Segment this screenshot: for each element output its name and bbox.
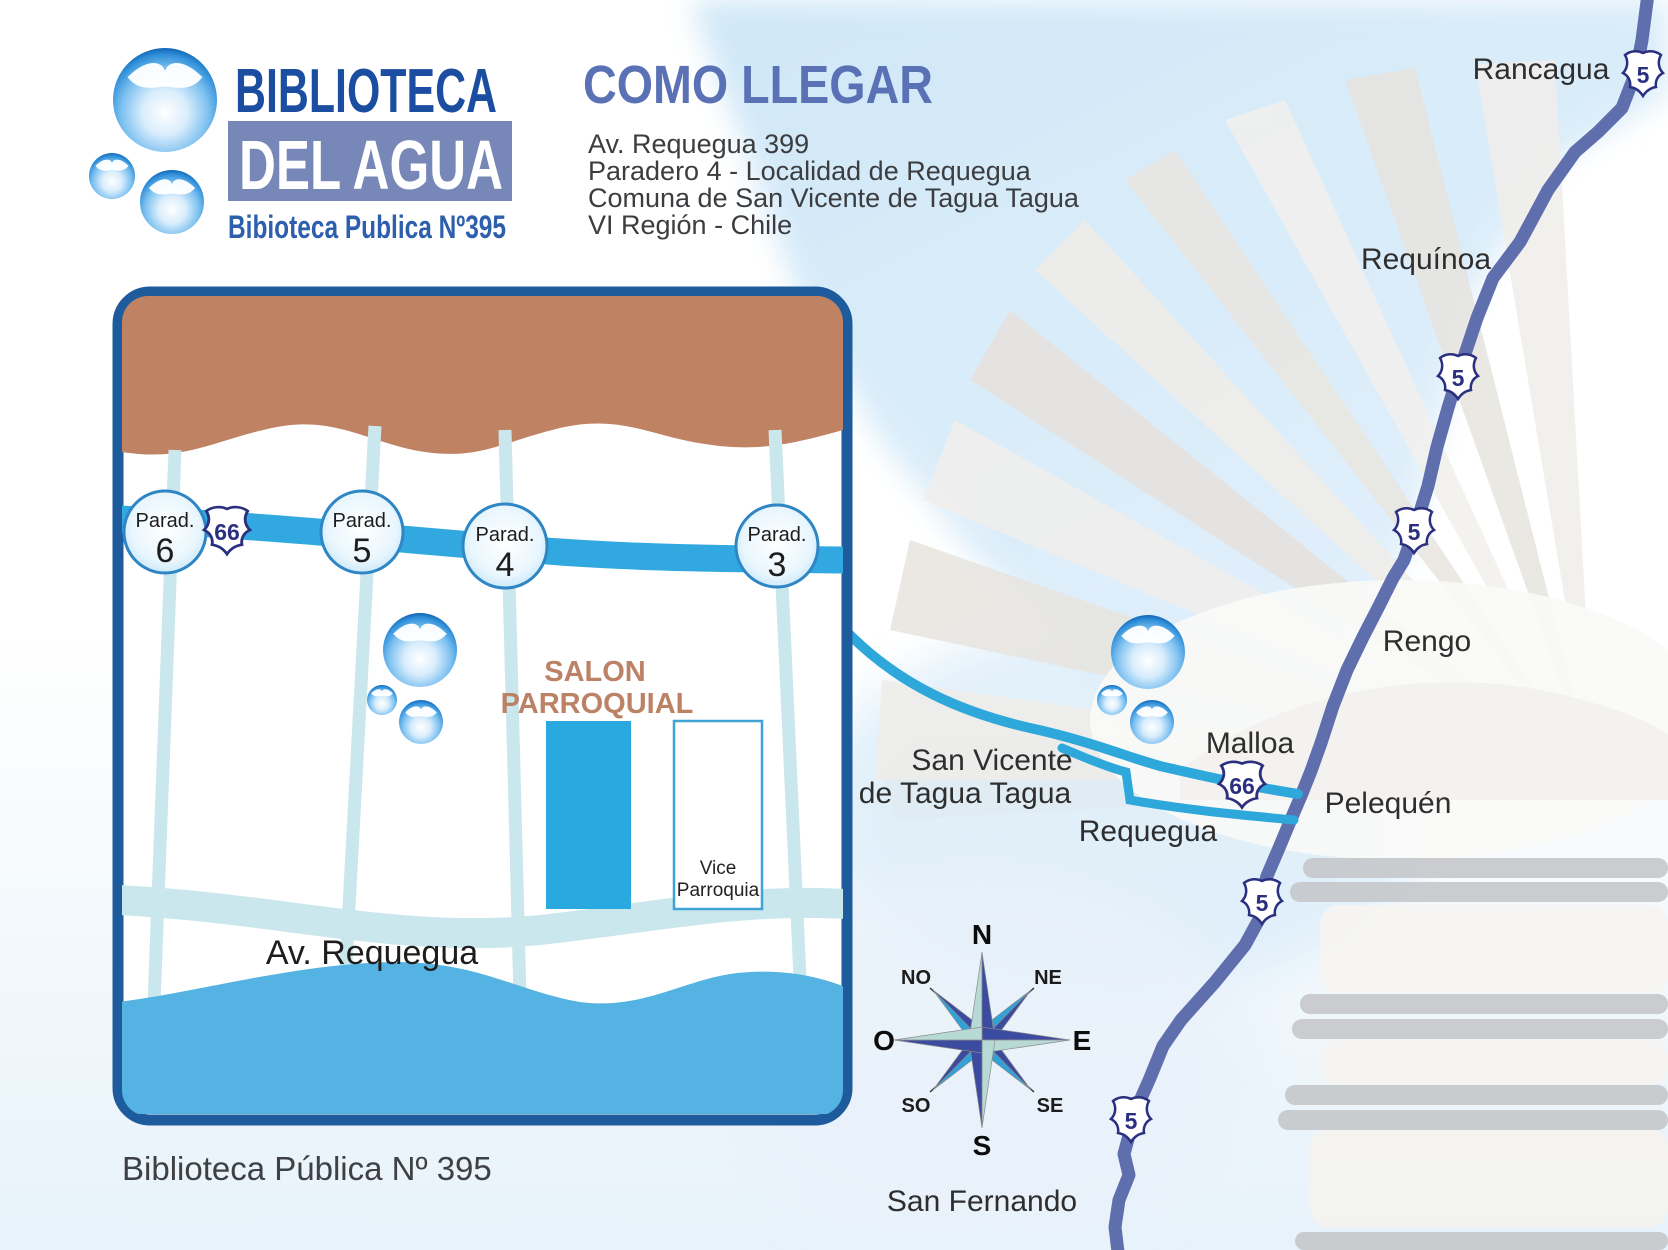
svg-text:4: 4	[496, 546, 515, 584]
route5-shield-rancagua-icon: 5	[1621, 50, 1665, 98]
svg-text:Parad.: Parad.	[748, 524, 807, 546]
route5-shield-rengo-icon: 5	[1392, 507, 1436, 555]
salon-parroquial-label-line1: SALON	[544, 656, 646, 688]
logo-band	[228, 121, 512, 201]
inset-bubble-small-icon	[367, 685, 397, 715]
svg-text:66: 66	[214, 519, 240, 545]
svg-text:5: 5	[1256, 890, 1269, 916]
svg-text:66: 66	[1229, 773, 1255, 799]
logo-title: BIBLIOTECA	[235, 57, 497, 126]
svg-text:5: 5	[1125, 1108, 1138, 1134]
compass-n-label: N	[972, 919, 992, 950]
city-label-rengo: Rengo	[1383, 625, 1471, 658]
address-line-3: Comuna de San Vicente de Tagua Tagua	[588, 183, 1080, 213]
city-label-malloa: Malloa	[1206, 727, 1295, 760]
compass-ne-label: NE	[1034, 967, 1062, 989]
avenue-label: Av. Requegua	[266, 934, 478, 972]
compass-no-label: NO	[901, 967, 931, 989]
inset-river	[122, 962, 843, 1114]
svg-text:5: 5	[1637, 62, 1650, 88]
inset-bubble-large-icon	[383, 613, 457, 687]
compass-s-label: S	[973, 1130, 992, 1161]
map-bubble-large-icon	[1111, 615, 1185, 689]
city-label-san-fernando: San Fernando	[887, 1185, 1077, 1218]
logo-tagline: Bibioteca Publica Nº395	[228, 209, 506, 245]
logo-bubble-small-icon	[89, 153, 135, 199]
compass-o-label: O	[873, 1025, 895, 1056]
paradero-stop-4: Parad. 4	[461, 502, 549, 590]
page-title: COMO LLEGAR	[583, 55, 933, 115]
logo: BIBLIOTECA DEL AGUA Bibioteca Publica Nº…	[89, 48, 512, 245]
salon-parroquial-building	[546, 721, 631, 909]
regional-map: 5 5 5 5 5 66 Rancagua Requínoa Rengo Mal…	[844, 0, 1665, 1250]
address-line-4: VI Región - Chile	[588, 210, 792, 240]
logo-bubble-large-icon	[113, 48, 217, 152]
route5-shield-pelequen-icon: 5	[1240, 878, 1284, 926]
route66-shield-regional-icon: 66	[1217, 760, 1267, 809]
svg-text:Parad.: Parad.	[136, 510, 195, 532]
compass-rose-icon	[893, 951, 1071, 1129]
city-label-san-vicente-line1: San Vicente	[911, 744, 1072, 777]
inset-street-map: Parad. 6 66 Parad. 5 Parad. 4 Parad. 3 S…	[112, 286, 853, 1126]
vice-parroquia-label-line1: Vice	[700, 858, 737, 879]
svg-text:5: 5	[1452, 365, 1465, 391]
city-label-san-vicente-line2: de Tagua Tagua	[859, 777, 1072, 810]
svg-text:5: 5	[353, 532, 372, 570]
city-label-requegua: Requegua	[1079, 815, 1218, 848]
compass-e-label: E	[1073, 1025, 1092, 1056]
logo-subtitle: DEL AGUA	[239, 126, 503, 204]
salon-parroquial-label-line2: PARROQUIAL	[501, 688, 694, 720]
svg-text:Parad.: Parad.	[476, 524, 535, 546]
route66-shield-inset-icon: 66	[202, 505, 252, 556]
logo-bubble-medium-icon	[140, 170, 204, 234]
route5-shield-requinoa-icon: 5	[1436, 353, 1480, 401]
city-label-pelequen: Pelequén	[1325, 787, 1452, 820]
route5-shield-san-fernando-icon: 5	[1109, 1096, 1153, 1144]
city-label-rancagua: Rancagua	[1473, 53, 1610, 86]
address-line-1: Av. Requegua 399	[588, 129, 809, 159]
map-bubble-medium-icon	[1130, 700, 1174, 744]
inset-brown-zone	[122, 296, 843, 455]
paradero-stop-6: Parad. 6	[122, 489, 208, 575]
svg-text:3: 3	[768, 546, 787, 584]
open-book-edge	[1180, 681, 1668, 800]
book-stack-icon	[1278, 858, 1668, 1250]
inset-bubble-medium-icon	[399, 700, 443, 744]
route-66-road-branch	[1057, 743, 1299, 825]
vice-parroquia-building	[672, 719, 764, 911]
vice-parroquia-label-line2: Parroquia	[677, 880, 760, 901]
city-label-requinoa: Requínoa	[1361, 243, 1491, 276]
paradero-stop-3: Parad. 3	[734, 503, 820, 589]
paradero-stop-5: Parad. 5	[319, 489, 405, 575]
caption-label: Biblioteca Pública Nº 395	[122, 1150, 492, 1187]
compass-so-label: SO	[902, 1095, 931, 1117]
map-bubble-small-icon	[1097, 685, 1127, 715]
directions-header: COMO LLEGAR Av. Requegua 399 Paradero 4 …	[583, 55, 1080, 240]
svg-text:Parad.: Parad.	[333, 510, 392, 532]
svg-text:6: 6	[156, 532, 175, 570]
route-5-highway	[1108, 0, 1654, 1250]
compass-labels: N S E O NE NO SE SO	[873, 919, 1091, 1161]
address-line-2: Paradero 4 - Localidad de Requegua	[588, 156, 1032, 186]
compass-se-label: SE	[1037, 1095, 1064, 1117]
svg-text:5: 5	[1408, 519, 1421, 545]
